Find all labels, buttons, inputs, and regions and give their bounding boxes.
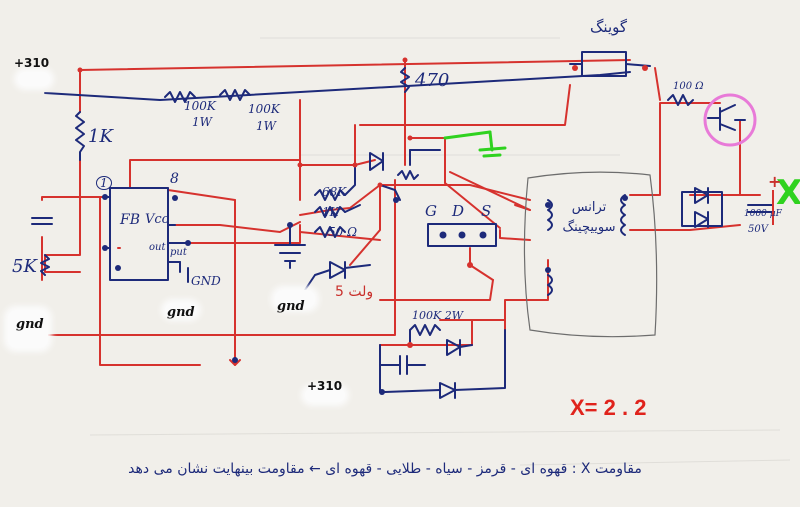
highlight-circle (703, 93, 757, 147)
label-drain: D (452, 202, 465, 220)
label-100k-a-watt: 1W (192, 115, 212, 129)
label-pin8: 8 (170, 171, 179, 187)
whiteout-patch (275, 290, 315, 308)
blue-wires (31, 51, 773, 399)
label-ic-out: out (149, 242, 166, 253)
label-output-x: X (776, 173, 800, 213)
red-wires (19, 59, 761, 366)
label-5k: 5K (12, 256, 37, 277)
label-plus: + (768, 172, 782, 191)
label-100k-b-watt: 1W (256, 119, 276, 133)
label-source: S (481, 202, 492, 220)
label-68k: 68K (322, 185, 347, 199)
label-310-bottom: +310 (307, 379, 343, 393)
result-text: X= 2 . 2 (570, 395, 647, 420)
whiteout-patch (8, 310, 48, 348)
label-1k-left: 1K (88, 126, 113, 147)
label-100k-a: 100K (184, 99, 216, 113)
transformer-outline (523, 171, 658, 338)
label-ic-put: put (170, 247, 187, 258)
label-pin1: 1 (96, 176, 112, 190)
label-zener-volt: 5 ولت (335, 284, 374, 300)
junction-dots (77, 57, 648, 395)
label-transformer: ترانس سوییچینگ (562, 200, 616, 235)
label-310-top: +310 (14, 56, 50, 70)
label-1k-mid: 1K (322, 205, 339, 219)
label-50-ohm: 50 Ω (328, 225, 358, 239)
label-100k-b: 100K (248, 102, 280, 116)
whiteout-patch (18, 72, 50, 86)
label-cap-volt: 50V (748, 224, 768, 235)
label-gnd-left: gnd (16, 317, 44, 332)
whiteout-patch (165, 303, 197, 317)
label-100-ohm: 100 Ω (673, 81, 704, 92)
label-ic-vcc: Vcc (145, 212, 169, 227)
label-gnd-mid: gnd (167, 305, 195, 320)
green-ground-mark (443, 130, 507, 158)
label-gnd-right: gnd (277, 299, 305, 314)
label-relay: گوینگ (590, 18, 628, 36)
label-ic-fb: FB (120, 212, 141, 228)
label-cap-out: 1000 μF (744, 209, 782, 219)
label-470: 470 (415, 70, 450, 91)
label-gate: G (425, 202, 437, 220)
label-100k-2w: 100K 2W (412, 309, 464, 322)
label-ic-gnd: GND (191, 274, 221, 288)
note-text: مقاومت X : قهوه ای - قرمز - سیاه - طلایی… (128, 461, 642, 477)
whiteout-patch (305, 388, 345, 402)
